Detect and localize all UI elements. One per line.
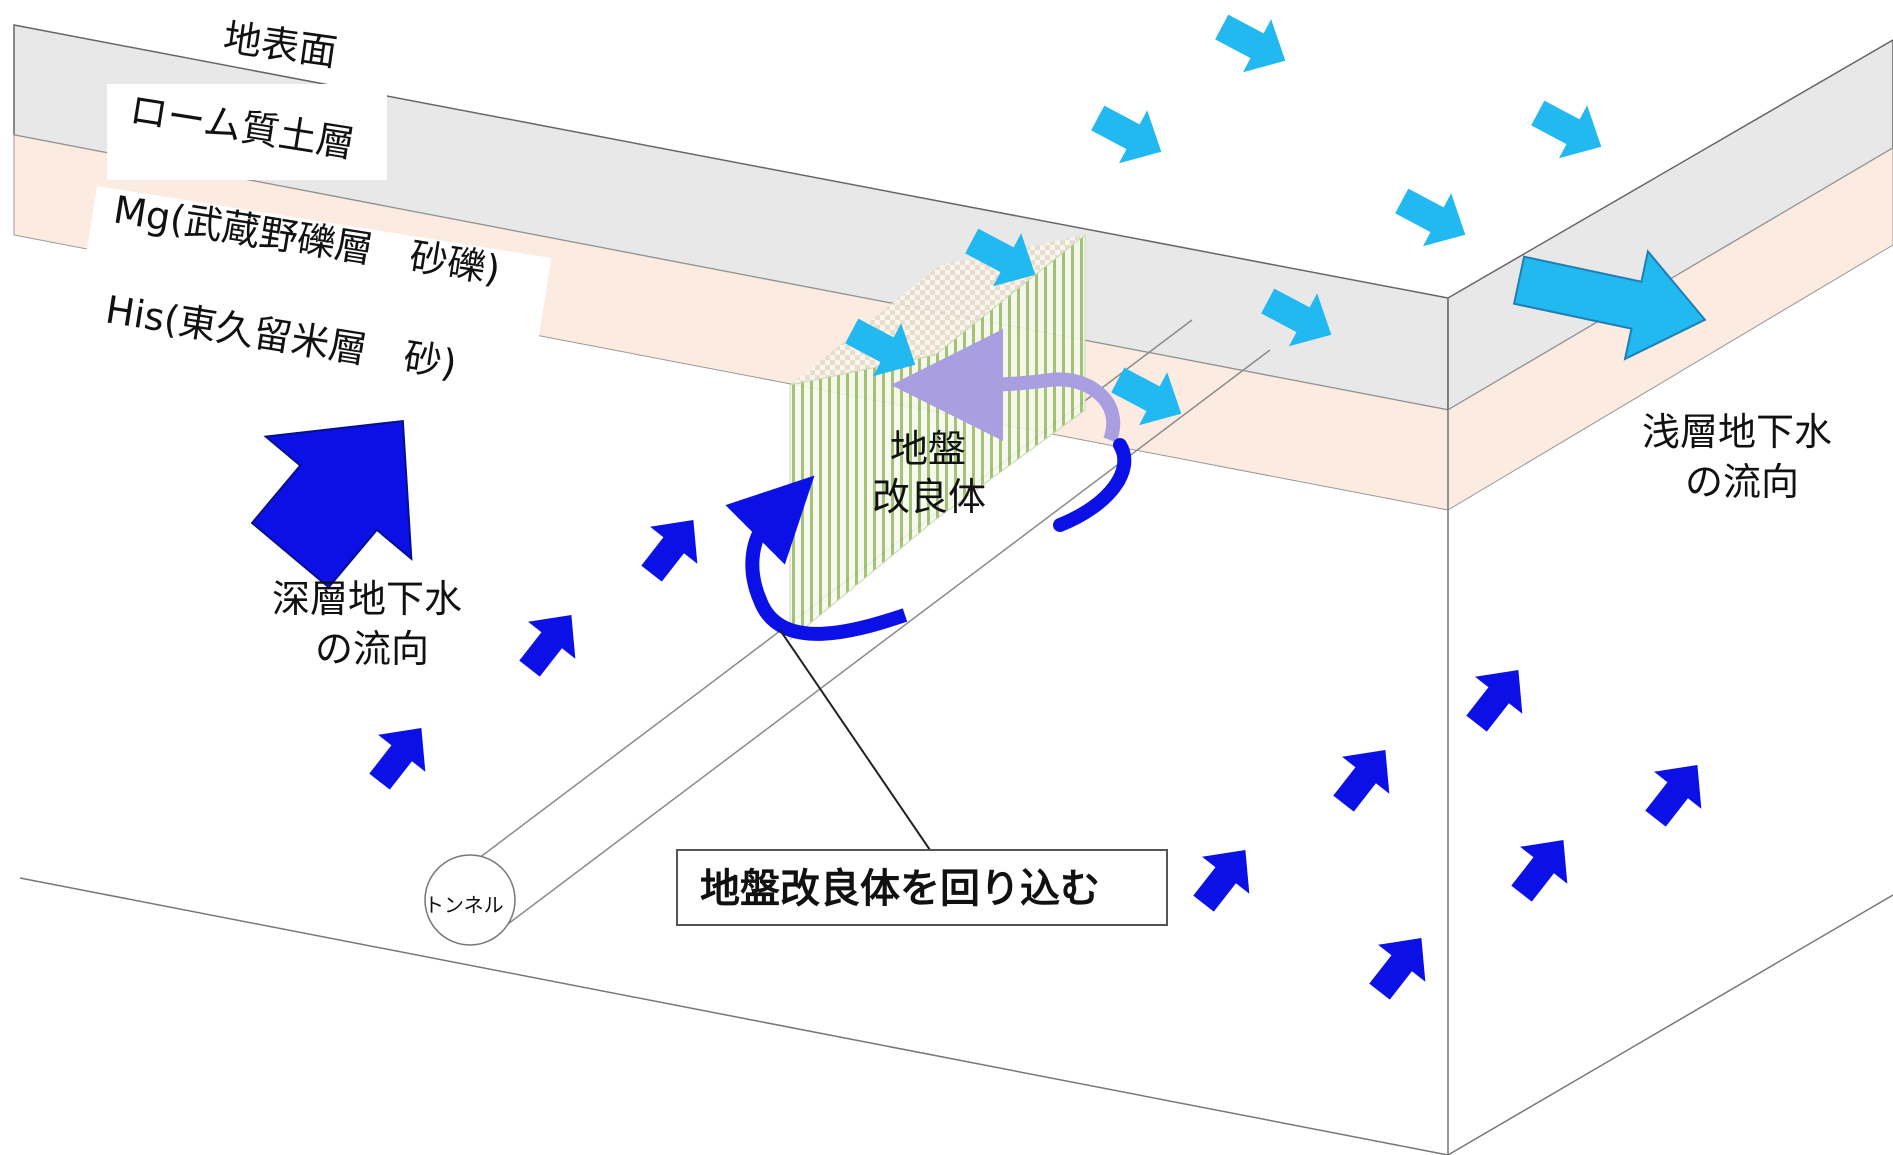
callout-text: 地盤改良体を回り込む bbox=[700, 866, 1100, 912]
shallow-arrow bbox=[1111, 367, 1182, 426]
loam-label-box bbox=[107, 84, 387, 180]
shallow-arrow bbox=[1261, 288, 1332, 347]
shallow-arrow bbox=[1215, 14, 1286, 73]
improved-body-label-1: 地盤 bbox=[890, 427, 966, 471]
deep-arrow bbox=[1645, 765, 1702, 827]
swirl-arrow-deep-front bbox=[725, 475, 908, 641]
deep-arrow bbox=[1193, 850, 1250, 912]
swirl-arrow-deep-back bbox=[1053, 438, 1132, 532]
shallow-arrow bbox=[1395, 188, 1466, 247]
callout-box bbox=[676, 849, 1168, 926]
callout-leader bbox=[779, 629, 931, 851]
shallow-flow-label-2: の流向 bbox=[1685, 460, 1799, 504]
shallow-flow-label-1: 浅層地下水 bbox=[1642, 410, 1832, 454]
block-edge-bottom-right bbox=[1447, 894, 1893, 1155]
tunnel-label: トンネル bbox=[424, 893, 504, 917]
deep-arrow bbox=[1369, 938, 1426, 1000]
mg-label-box bbox=[75, 186, 552, 397]
deep-arrow bbox=[641, 520, 698, 582]
deep-flow-label-1: 深層地下水 bbox=[272, 577, 462, 621]
shallow-flow-big-arrow bbox=[1512, 249, 1707, 361]
deep-flow-arrows bbox=[369, 520, 1702, 1000]
ground-surface-label: 地表面 bbox=[221, 15, 340, 74]
shallow-arrow bbox=[1091, 105, 1162, 164]
deep-arrow bbox=[1333, 750, 1390, 812]
shallow-flow-arrows bbox=[845, 14, 1602, 426]
swirl-arrow-light bbox=[891, 328, 1121, 443]
deep-arrow bbox=[1511, 840, 1568, 902]
deep-flow-big-arrow bbox=[250, 419, 413, 589]
tunnel-mouth bbox=[424, 854, 516, 946]
shallow-arrow bbox=[965, 228, 1036, 287]
deep-arrow bbox=[369, 728, 426, 790]
shallow-arrow bbox=[1531, 100, 1602, 159]
improved-body-label-2: 改良体 bbox=[872, 475, 986, 519]
deep-arrow bbox=[1466, 670, 1523, 732]
block-edge-bottom-left bbox=[19, 877, 1449, 1155]
shallow-arrow bbox=[845, 318, 916, 377]
deep-arrow bbox=[519, 615, 576, 677]
deep-flow-label-2: の流向 bbox=[315, 627, 429, 671]
